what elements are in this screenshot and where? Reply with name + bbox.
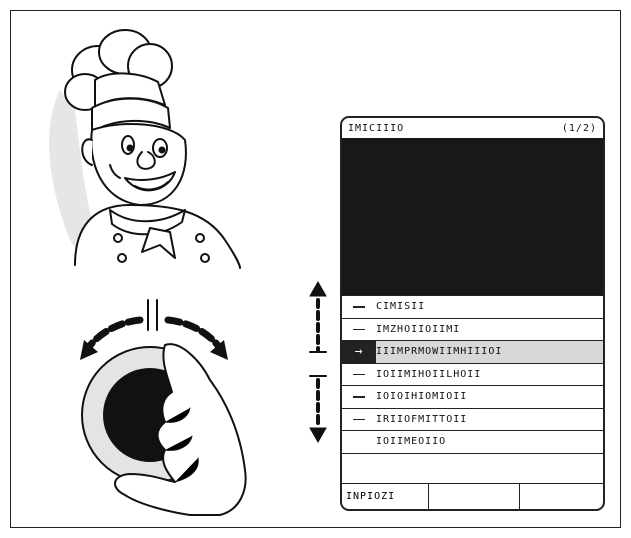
menu-item-label: CIMISII (376, 301, 425, 312)
menu-item[interactable]: IOIIMIHOIILHOII (342, 364, 603, 387)
menu-item[interactable]: IOIIMEOIIO (342, 431, 603, 454)
dash-line (353, 329, 365, 331)
footer-cell-2[interactable] (429, 484, 520, 509)
menu-item[interactable]: →IIIMPRMOWIIMHIIIOI (342, 341, 603, 364)
footer-cell-3[interactable] (520, 484, 603, 509)
dash-icon (342, 319, 376, 341)
panel-header: IMICIIIO (1/2) (342, 118, 603, 138)
chef-illustration (49, 30, 240, 268)
dash-icon (342, 386, 376, 408)
menu-item-label: IOIIMIHOIILHOII (376, 369, 481, 380)
menu-item[interactable]: IRIIOFMITTOII (342, 409, 603, 432)
menu-item[interactable]: IOIOIHIOMIOII (342, 386, 603, 409)
dash-line (353, 419, 365, 421)
page-indicator: (1/2) (562, 123, 597, 134)
dash-line (353, 374, 365, 376)
dash-icon (342, 364, 376, 386)
display-screen (342, 138, 603, 295)
empty-lead (342, 431, 376, 453)
dash-icon (342, 296, 376, 318)
dash-icon (342, 409, 376, 431)
footer-cell-1[interactable]: INPIOZI (342, 484, 429, 509)
arrow-right-icon: → (342, 341, 376, 363)
menu-item-label: IIIMPRMOWIIMHIIIOI (376, 346, 502, 357)
scroll-arrows-icon (310, 282, 326, 442)
menu-item-label: IOIIMEOIIO (376, 436, 446, 447)
dash-line (353, 306, 365, 308)
rotary-knob-icon (80, 300, 246, 515)
menu-item[interactable]: CIMISII (342, 295, 603, 319)
panel-footer: INPIOZI (342, 483, 603, 509)
menu-item-label: IMZHOIIOIIMI (376, 324, 460, 335)
panel-title: IMICIIIO (348, 123, 404, 134)
dash-line (353, 396, 365, 398)
menu-item-label: IOIOIHIOMIOII (376, 391, 467, 402)
menu-item[interactable]: IMZHOIIOIIMI (342, 319, 603, 342)
menu-item-label: IRIIOFMITTOII (376, 414, 467, 425)
